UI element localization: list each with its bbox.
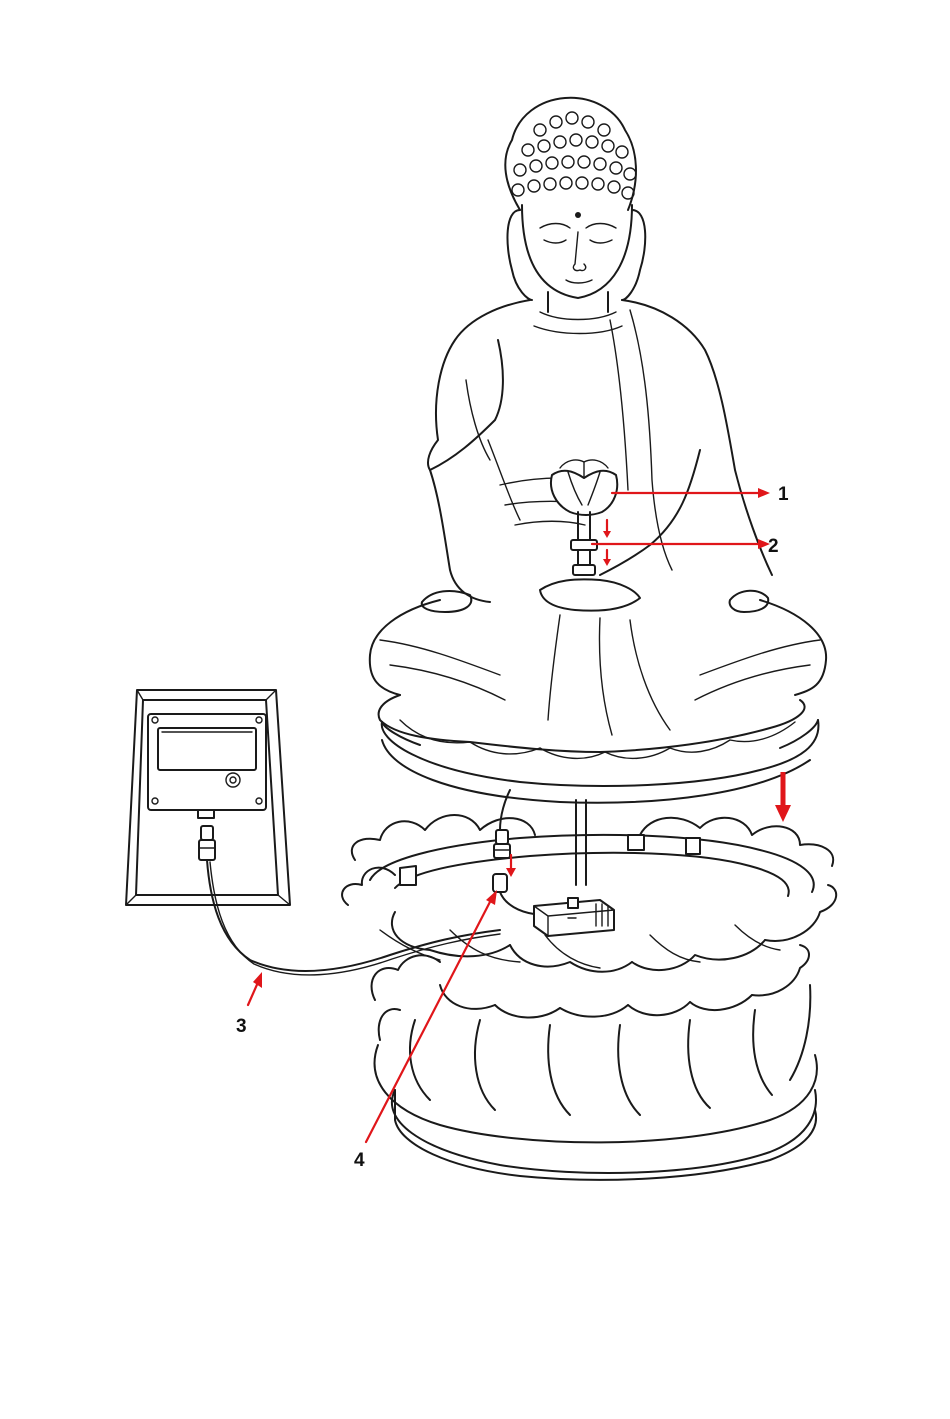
solar-panel-icon [126,690,500,975]
lotus-basin-icon [342,815,836,1180]
buddha-statue-icon [370,98,826,803]
nozzle-arrowhead-lower [603,559,611,566]
callout-label-1: 1 [778,484,789,505]
callout-arrowhead-1 [758,488,770,498]
callout-label-3: 3 [236,1016,247,1037]
callout-label-4: 4 [354,1150,365,1171]
assembly-arrowhead [775,805,791,822]
callout-label-2: 2 [768,536,779,557]
nozzle-arrowhead-upper [603,531,611,538]
callout-arrows [248,488,791,1142]
callout-line-4 [366,898,492,1142]
pump-icon [534,898,614,936]
callout-arrowhead-4 [486,890,497,905]
